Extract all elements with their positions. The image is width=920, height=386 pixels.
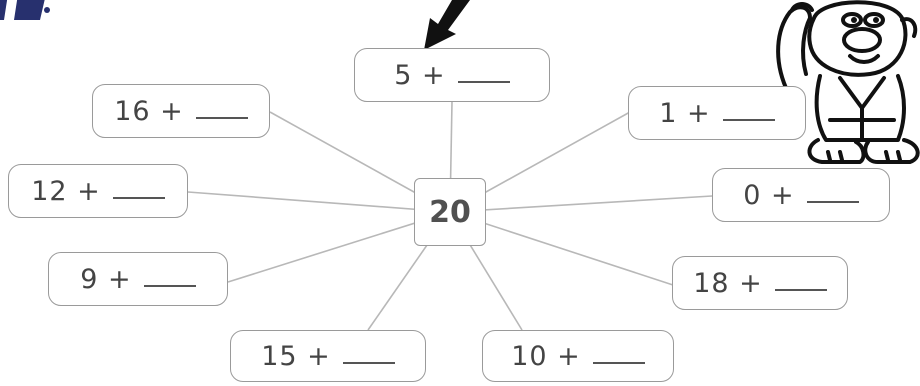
addition-box-1: 1 +	[628, 86, 806, 140]
spoke-to-12	[187, 191, 451, 213]
addition-term: 16 +	[114, 95, 184, 127]
cartoon-bear-mascot-icon	[776, 0, 920, 164]
blue-corner-shape-icon	[0, 0, 50, 20]
addition-term: 12 +	[31, 175, 101, 207]
addition-term: 15 +	[261, 340, 331, 372]
addition-term: 18 +	[693, 267, 763, 299]
center-number: 20	[414, 178, 486, 246]
addition-box-10: 10 +	[482, 330, 674, 382]
answer-blank[interactable]	[592, 362, 645, 364]
spoke-to-9	[227, 211, 451, 283]
black-arrow-icon	[424, 0, 470, 50]
addition-term: 5 +	[394, 59, 446, 91]
answer-blank[interactable]	[774, 289, 827, 291]
answer-blank[interactable]	[143, 285, 196, 287]
answer-blank[interactable]	[722, 119, 775, 121]
addition-box-18: 18 +	[672, 256, 848, 310]
addition-box-15: 15 +	[230, 330, 426, 382]
spoke-to-0	[449, 195, 713, 213]
answer-blank[interactable]	[457, 81, 510, 83]
spoke-to-18	[449, 211, 674, 286]
addition-box-9: 9 +	[48, 252, 228, 306]
addition-box-5: 5 +	[354, 48, 550, 102]
addition-box-16: 16 +	[92, 84, 270, 138]
addition-term: 10 +	[511, 340, 581, 372]
addition-term: 0 +	[743, 179, 795, 211]
addition-term: 9 +	[80, 263, 132, 295]
answer-blank[interactable]	[195, 117, 248, 119]
answer-blank[interactable]	[112, 197, 165, 199]
answer-blank[interactable]	[342, 362, 395, 364]
addition-box-12: 12 +	[8, 164, 188, 218]
answer-blank[interactable]	[806, 201, 859, 203]
addition-term: 1 +	[659, 97, 711, 129]
addition-box-0: 0 +	[712, 168, 890, 222]
